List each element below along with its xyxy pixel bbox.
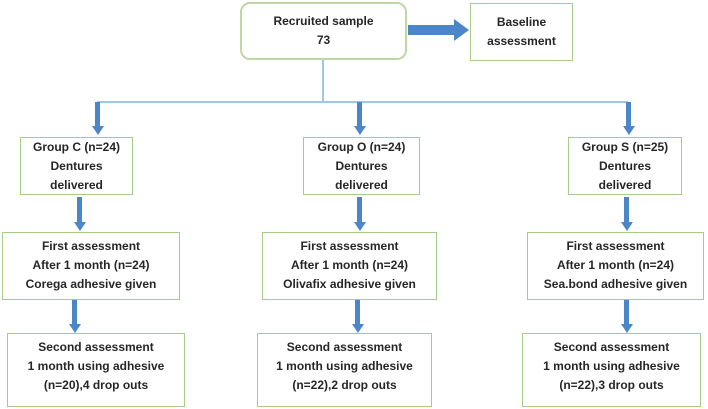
arrow-branch-group-o	[353, 102, 366, 135]
group-o-title: Group O (n=24)	[317, 139, 406, 154]
arrow-branch-group-s	[622, 102, 635, 135]
group-c-line3: delivered	[50, 177, 103, 192]
baseline-label-2: assessment	[487, 34, 556, 48]
second-assessment-o-line3: (n=22),2 drop outs	[292, 378, 397, 392]
second-assessment-c-box: Second assessment 1 month using adhesive…	[7, 333, 185, 407]
arrow-down-head	[68, 324, 81, 333]
first-assessment-s-line2: After 1 month (n=24)	[556, 258, 674, 272]
baseline-assessment-box: Baseline assessment	[470, 3, 573, 61]
arrow-down-head	[91, 126, 104, 135]
arrow-first-o-to-second	[351, 300, 364, 333]
second-assessment-c-line3: (n=20),4 drop outs	[43, 378, 149, 392]
second-assessment-s-line3: (n=22),3 drop outs	[559, 378, 664, 392]
recruited-sample-box: Recruited sample 73	[240, 2, 407, 60]
arrow-stem	[355, 300, 360, 324]
arrow-down-head	[353, 126, 366, 135]
arrow-stem	[72, 300, 77, 324]
recruited-sample-count: 73	[316, 33, 331, 47]
arrow-down-head	[351, 324, 364, 333]
second-assessment-c-line2: 1 month using adhesive	[27, 359, 165, 373]
second-assessment-s-box: Second assessment 1 month using adhesive…	[522, 333, 701, 407]
second-assessment-c-line1: Second assessment	[38, 340, 154, 354]
recruited-sample-label: Recruited sample	[273, 14, 374, 28]
group-o-line2: Dentures	[335, 158, 388, 173]
arrow-down-head	[73, 222, 86, 231]
arrow-group-c-to-first	[73, 197, 86, 231]
second-assessment-o-box: Second assessment 1 month using adhesive…	[257, 333, 432, 407]
group-s-line3: delivered	[598, 177, 652, 192]
first-assessment-o-line3: Olivafix adhesive given	[283, 277, 416, 291]
arrow-first-s-to-second	[620, 300, 633, 333]
first-assessment-s-line1: First assessment	[566, 239, 665, 253]
group-c-title: Group C (n=24)	[32, 139, 120, 154]
group-c-line2: Dentures	[50, 158, 103, 173]
second-assessment-s-line1: Second assessment	[553, 340, 670, 354]
group-s-title: Group S (n=25)	[581, 139, 669, 154]
arrow-stem	[624, 197, 629, 222]
arrow-branch-group-c	[91, 102, 104, 135]
second-assessment-o-line2: 1 month using adhesive	[276, 359, 413, 373]
first-assessment-o-box: First assessment After 1 month (n=24) Ol…	[262, 232, 437, 300]
baseline-label-1: Baseline	[496, 15, 547, 29]
first-assessment-c-box: First assessment After 1 month (n=24) Co…	[2, 232, 180, 300]
first-assessment-o-line1: First assessment	[300, 239, 399, 253]
group-o-box: Group O (n=24) Dentures delivered	[303, 137, 420, 195]
first-assessment-s-box: First assessment After 1 month (n=24) Se…	[527, 232, 704, 300]
arrow-stem	[357, 197, 362, 222]
first-assessment-s-line3: Sea.bond adhesive given	[543, 277, 688, 291]
arrow-stem	[408, 25, 454, 35]
group-c-box: Group C (n=24) Dentures delivered	[20, 137, 133, 195]
second-assessment-o-line1: Second assessment	[286, 340, 403, 354]
first-assessment-c-line2: After 1 month (n=24)	[32, 258, 150, 272]
first-assessment-c-line1: First assessment	[41, 239, 141, 253]
arrow-down-head	[620, 324, 633, 333]
arrow-stem	[77, 197, 82, 222]
connector-horizontal-line	[97, 101, 628, 103]
arrow-stem	[626, 102, 631, 126]
arrow-stem	[95, 102, 100, 126]
group-s-box: Group S (n=25) Dentures delivered	[568, 137, 682, 195]
arrow-group-s-to-first	[620, 197, 633, 231]
arrow-recruited-to-baseline	[408, 19, 469, 41]
arrow-stem	[357, 102, 362, 126]
arrow-down-head	[353, 222, 366, 231]
arrow-first-c-to-second	[68, 300, 81, 333]
first-assessment-c-line3: Corega adhesive given	[25, 277, 157, 291]
arrow-down-head	[622, 126, 635, 135]
arrow-right-head	[454, 19, 469, 41]
arrow-stem	[624, 300, 629, 324]
first-assessment-o-line2: After 1 month (n=24)	[290, 258, 408, 272]
second-assessment-s-line2: 1 month using adhesive	[543, 359, 680, 373]
arrow-down-head	[620, 222, 633, 231]
connector-vertical-line	[322, 60, 324, 102]
group-o-line3: delivered	[335, 177, 388, 192]
group-s-line2: Dentures	[598, 158, 651, 173]
arrow-group-o-to-first	[353, 197, 366, 231]
